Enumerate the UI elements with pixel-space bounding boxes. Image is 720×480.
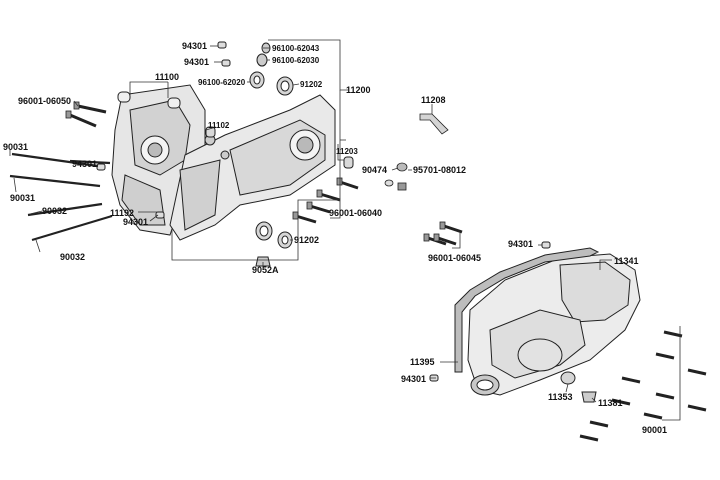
label-90031-a: 90031 <box>3 142 28 152</box>
label-11203: 11203 <box>336 147 358 156</box>
studs-90031-90032 <box>9 152 113 242</box>
drain-plug-9052a <box>255 256 271 267</box>
label-96001-06040: 96001-06040 <box>329 208 382 218</box>
label-96001-06045: 96001-06045 <box>428 253 481 263</box>
left-crankcase-11100 <box>111 84 206 236</box>
label-11208: 11208 <box>421 95 446 105</box>
label-94301-f: 94301 <box>401 374 426 384</box>
bolt-95701-08012 <box>384 162 408 191</box>
part-number-labels: 94301 94301 96100-62043 96100-62030 9610… <box>3 41 667 435</box>
dowel-94301-b <box>221 59 231 67</box>
seal-96100-62030 <box>256 53 268 67</box>
label-90001: 90001 <box>642 425 667 435</box>
bolts-96001-06045 <box>423 221 463 246</box>
label-90032-a: 90032 <box>42 206 67 216</box>
bolts-90001 <box>579 330 707 442</box>
label-94301-c: 94301 <box>72 159 97 169</box>
bolt-96001-06050 <box>65 101 107 128</box>
dowel-94301-e <box>541 241 551 249</box>
label-9052a: 9052A <box>252 265 279 275</box>
label-11200: 11200 <box>346 85 371 95</box>
bracket-11208 <box>419 113 449 135</box>
label-11395: 11395 <box>410 357 435 367</box>
clip-11381 <box>581 391 597 403</box>
label-94301-a: 94301 <box>182 41 207 51</box>
label-90031-b: 90031 <box>10 193 35 203</box>
label-96001-06050: 96001-06050 <box>18 96 71 106</box>
label-96100-62020: 96100-62020 <box>198 78 246 87</box>
label-11353: 11353 <box>548 392 573 402</box>
label-90474: 90474 <box>362 165 387 175</box>
label-95701-08012: 95701-08012 <box>413 165 466 175</box>
cap-11353 <box>560 371 576 385</box>
label-94301-d: 94301 <box>123 217 148 227</box>
label-11100: 11100 <box>155 72 179 82</box>
label-91202-upper: 91202 <box>300 80 323 89</box>
dowel-94301-a <box>217 41 227 49</box>
label-90032-b: 90032 <box>60 252 85 262</box>
label-11381: 11381 <box>598 398 623 408</box>
label-11192: 11192 <box>110 208 134 218</box>
label-94301-b: 94301 <box>184 57 209 67</box>
leader-lines <box>9 39 681 421</box>
dowel-94301-d <box>155 211 165 219</box>
right-crankcase-11200 <box>169 94 336 241</box>
label-94301-e: 94301 <box>508 239 533 249</box>
bolts-96001-06040 <box>292 177 359 224</box>
label-11341: 11341 <box>614 256 639 266</box>
label-11102: 11102 <box>208 121 230 130</box>
crankcase-cover-11341 <box>454 247 641 396</box>
label-96100-62043: 96100-62043 <box>272 44 320 53</box>
label-91202-lower: 91202 <box>294 235 319 245</box>
dowel-11203 <box>343 156 354 169</box>
dowel-94301-c <box>96 163 106 171</box>
label-96100-62030: 96100-62030 <box>272 56 320 65</box>
